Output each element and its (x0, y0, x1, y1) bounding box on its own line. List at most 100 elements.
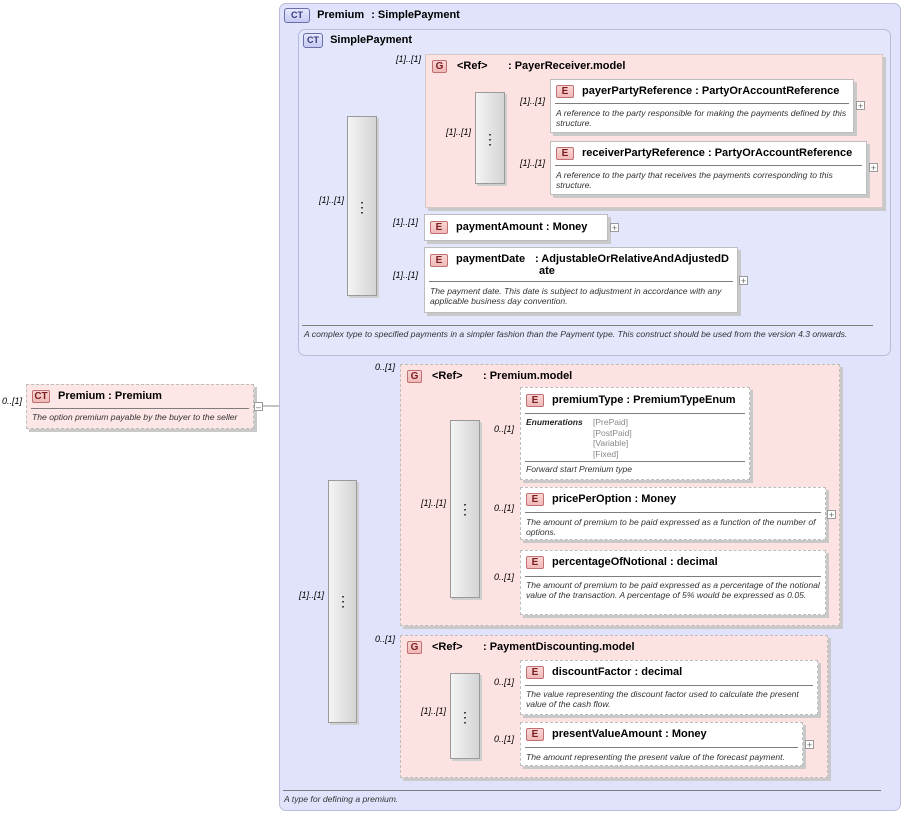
element-doc: The payment date. This date is subject t… (430, 286, 722, 306)
premiumtype-cardinality: 0..[1] (494, 424, 515, 434)
sequence-compositor[interactable]: ⋮ (450, 420, 480, 598)
element-badge: E (556, 85, 574, 98)
element-paymentamount[interactable]: E paymentAmount : Money (424, 214, 608, 241)
element-payerpartyreference[interactable]: E payerPartyReference : PartyOrAccountRe… (550, 79, 854, 133)
ct-simplepayment-name: SimplePayment (330, 34, 412, 46)
pricepperoption-cardinality: 0..[1] (494, 503, 515, 513)
element-doc-divider (31, 408, 249, 409)
ct-simplepayment-doc: A complex type to specified payments in … (304, 329, 848, 339)
element-name: premiumType : PremiumTypeEnum (552, 394, 736, 406)
element-name: paymentDate (456, 253, 526, 265)
element-doc-divider (525, 685, 813, 686)
element-discountfactor[interactable]: E discountFactor : decimal The value rep… (520, 660, 818, 715)
element-premium-name: Premium : Premium (58, 390, 162, 402)
sequence-compositor[interactable]: ⋮ (450, 673, 480, 759)
sequence-icon: ⋮ (355, 199, 369, 215)
enumeration-values: [PrePaid] [PostPaid] [Variable] [Fixed] (593, 417, 632, 459)
sequence-icon: ⋮ (458, 709, 472, 725)
payer-seq-cardinality: [1]..[1] (446, 127, 472, 137)
enumerations-label: Enumerations (526, 417, 583, 427)
element-name: presentValueAmount : Money (552, 728, 707, 740)
group-badge: G (407, 641, 422, 654)
ct-simplepayment-header: CT SimplePayment (303, 33, 412, 48)
group-ref-label: <Ref> (432, 641, 463, 653)
premium-group-cardinality: 0..[1] (375, 362, 396, 372)
enum-value: [PrePaid] (593, 417, 628, 427)
payer-group-cardinality: [1]..[1] (396, 54, 422, 64)
sequence-compositor[interactable]: ⋮ (328, 480, 357, 723)
element-doc: The amount of premium to be paid express… (526, 517, 816, 537)
element-doc: The amount of premium to be paid express… (526, 580, 820, 600)
enum-value: [Variable] (593, 438, 629, 448)
element-doc: A reference to the party responsible for… (556, 108, 847, 128)
sequence-icon: ⋮ (458, 501, 472, 517)
sequence-compositor[interactable]: ⋮ (475, 92, 505, 184)
presentvalue-cardinality: 0..[1] (494, 734, 515, 744)
expand-toggle[interactable]: + (805, 740, 814, 750)
ct-premium-doc-divider (283, 790, 881, 791)
element-badge: E (526, 556, 544, 569)
group-ref-label: <Ref> (457, 60, 488, 72)
group-payerreceiver-name: : PayerReceiver.model (508, 60, 626, 72)
seq2-cardinality: [1]..[1] (299, 590, 325, 600)
element-premium[interactable]: CT Premium : Premium The option premium … (26, 384, 254, 429)
element-paymentdate[interactable]: E paymentDate : AdjustableOrRelativeAndA… (424, 247, 738, 313)
element-doc-divider (525, 747, 798, 748)
group-paymentdiscounting-name: : PaymentDiscounting.model (483, 641, 635, 653)
expand-toggle[interactable]: + (610, 223, 619, 233)
expand-toggle[interactable]: + (856, 101, 865, 111)
ct-simplepayment-doc-divider (302, 325, 873, 326)
element-doc-divider (555, 165, 862, 166)
disc-seq-cardinality: [1]..[1] (421, 706, 447, 716)
ct-premium-name: Premium (317, 9, 365, 21)
paymentamount-cardinality: [1]..[1] (393, 217, 419, 227)
element-doc-divider (525, 461, 745, 462)
premium-seq-cardinality: [1]..[1] (421, 498, 447, 508)
collapse-toggle[interactable]: – (254, 402, 263, 412)
element-type-wrap: ate (539, 265, 555, 277)
complex-type-badge: CT (303, 33, 323, 48)
element-percentageofnotional[interactable]: E percentageOfNotional : decimal The amo… (520, 550, 826, 615)
complex-type-badge: CT (284, 8, 310, 23)
element-premiumtype[interactable]: E premiumType : PremiumTypeEnum Enumerat… (520, 387, 750, 480)
discountfactor-cardinality: 0..[1] (494, 677, 515, 687)
ct-premium-doc: A type for defining a premium. (284, 794, 399, 804)
element-badge: CT (32, 390, 50, 403)
element-doc-divider (525, 413, 745, 414)
element-presentvalueamount[interactable]: E presentValueAmount : Money The amount … (520, 722, 803, 766)
element-badge: E (526, 394, 544, 407)
group-ref-label: <Ref> (432, 370, 463, 382)
pctnotional-cardinality: 0..[1] (494, 572, 515, 582)
element-badge: E (526, 728, 544, 741)
element-badge: E (526, 666, 544, 679)
seq1-cardinality: [1]..[1] (319, 195, 345, 205)
disc-group-cardinality: 0..[1] (375, 634, 396, 644)
group-premiummodel-name: : Premium.model (483, 370, 573, 382)
payer-cardinality: [1]..[1] (520, 96, 546, 106)
element-doc-divider (525, 512, 821, 513)
paymentdate-cardinality: [1]..[1] (393, 270, 419, 280)
element-receiverpartyreference[interactable]: E receiverPartyReference : PartyOrAccoun… (550, 141, 867, 195)
element-doc: Forward start Premium type (526, 464, 633, 474)
element-doc: The amount representing the present valu… (526, 752, 785, 762)
element-name: discountFactor : decimal (552, 666, 683, 678)
sequence-compositor[interactable]: ⋮ (347, 116, 377, 296)
element-doc-divider (555, 103, 849, 104)
element-name: pricePerOption : Money (552, 493, 677, 505)
expand-toggle[interactable]: + (739, 276, 748, 286)
group-badge: G (432, 60, 447, 73)
element-doc-divider (525, 576, 821, 577)
element-badge: E (526, 493, 544, 506)
element-doc: The value representing the discount fact… (526, 689, 799, 709)
element-premium-doc: The option premium payable by the buyer … (32, 412, 238, 422)
element-name: paymentAmount : Money (456, 221, 588, 233)
group-badge: G (407, 370, 422, 383)
expand-toggle[interactable]: + (869, 163, 878, 173)
sequence-icon: ⋮ (336, 593, 350, 609)
expand-toggle[interactable]: + (827, 510, 836, 520)
ct-premium-type: : SimplePayment (371, 9, 460, 21)
receiver-cardinality: [1]..[1] (520, 158, 546, 168)
element-priceperoption[interactable]: E pricePerOption : Money The amount of p… (520, 487, 826, 540)
element-name: percentageOfNotional : decimal (552, 556, 718, 568)
element-doc-divider (429, 281, 733, 282)
